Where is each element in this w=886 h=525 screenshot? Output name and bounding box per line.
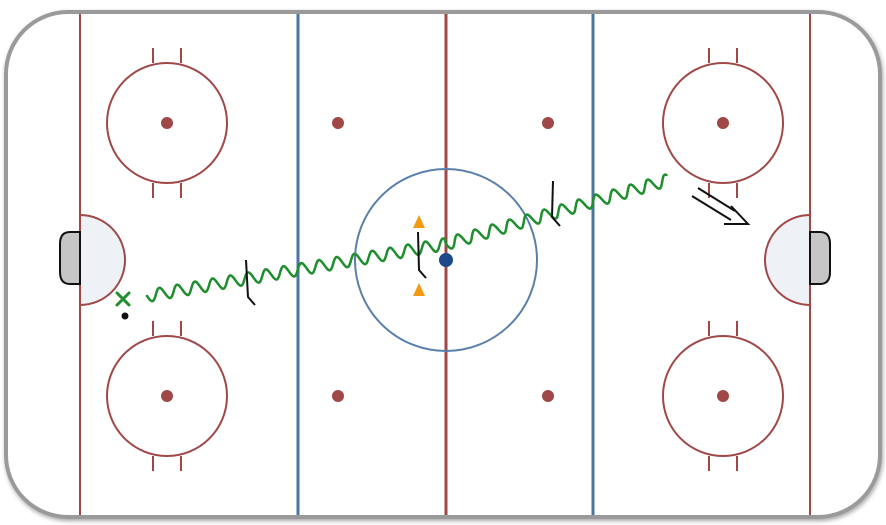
faceoff-circle-top-left — [106, 48, 228, 198]
goal-net-left — [59, 231, 81, 285]
faceoff-circle-bottom-right — [662, 321, 784, 471]
cone-icon — [413, 215, 425, 228]
stickhandle-icon — [245, 259, 256, 306]
cone-icon — [413, 283, 425, 296]
faceoff-dot-neutral-bottom-left — [332, 390, 344, 402]
goal-net-right — [809, 231, 831, 285]
double-arrow-icon — [691, 187, 751, 225]
skate-path — [145, 173, 668, 303]
faceoff-dot-neutral-bottom-right — [542, 390, 554, 402]
x-icon — [115, 291, 131, 307]
goal-crease-left — [79, 213, 126, 307]
puck-icon — [121, 312, 129, 320]
faceoff-dot-neutral-top-left — [332, 117, 344, 129]
faceoff-dot-neutral-top-right — [542, 117, 554, 129]
center-circle — [354, 168, 538, 352]
faceoff-circle-bottom-left — [106, 321, 228, 471]
stickhandle-icon — [550, 180, 561, 227]
goal-crease-right — [764, 213, 811, 307]
stickhandle-icon — [417, 231, 427, 279]
faceoff-circle-top-right — [662, 48, 784, 198]
puck-icon — [439, 253, 453, 267]
